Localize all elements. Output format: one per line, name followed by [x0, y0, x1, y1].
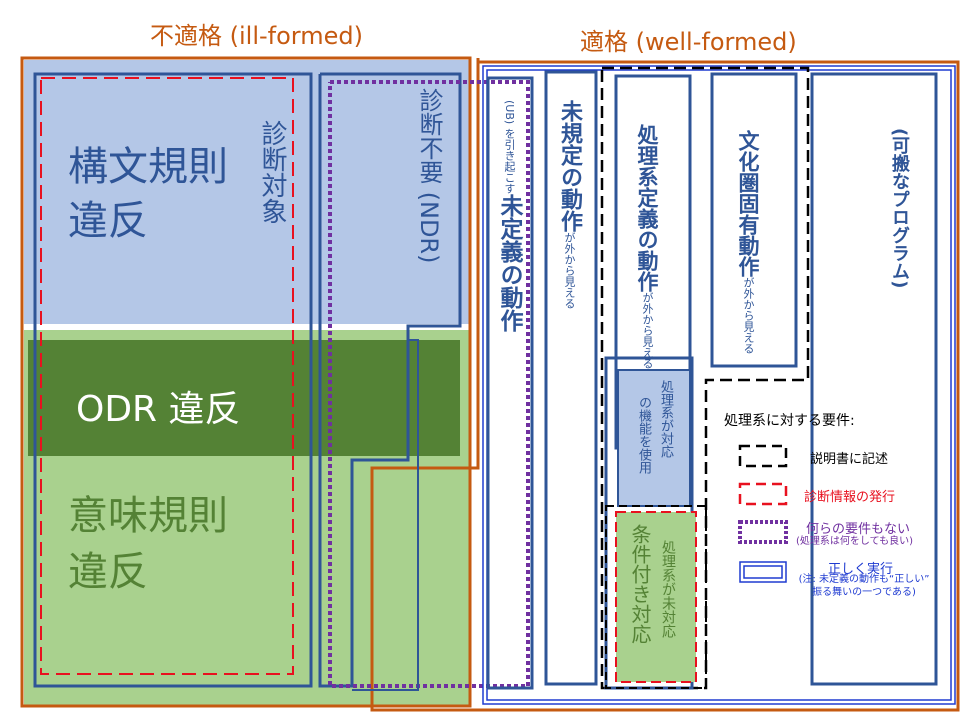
- well-formed-heading: 適格 (well-formed): [580, 28, 797, 56]
- odr-violation-label: ODR 違反: [76, 389, 241, 430]
- ub-label: (UB) を引き起こす未定義の動作: [492, 100, 526, 332]
- impl-defined-title: 処理系定義の動作: [635, 124, 659, 292]
- documentation-dashed: [600, 66, 810, 690]
- legend-item-documentation: 説明書に記述: [810, 452, 889, 467]
- legend-item-no-requirement-note: (処理系は何をしても良い): [796, 536, 914, 547]
- feature-label: の機能を使用: [636, 396, 651, 474]
- correct-exec-outer: [482, 65, 956, 705]
- unspecified-title: 未規定の動作: [557, 100, 582, 232]
- ub-column: [486, 76, 534, 690]
- legend-swatch-correct-outer: [739, 561, 787, 583]
- legend-item-no-requirement: 何らの要件もない: [806, 522, 911, 537]
- unspecified-column: [544, 70, 598, 686]
- semantic-violation-label: 意味規則 違反: [68, 493, 228, 595]
- feature-supported-box: [617, 369, 691, 507]
- syntax-violation-region: [24, 60, 471, 324]
- diagnostic-dashed-left: [40, 77, 294, 675]
- conditional-unsupported-box: [615, 511, 697, 683]
- ndr-outline: [318, 72, 462, 688]
- diagnosis-target-outline: [33, 72, 313, 688]
- portable-column: [810, 72, 938, 686]
- impl-defined-sub: が外から見える: [641, 292, 654, 369]
- legend-item-diagnostic: 診断情報の発行: [804, 490, 896, 505]
- culture-title: 文化圏固有動作: [736, 130, 760, 277]
- ub-sub: (UB) を引き起こす: [503, 100, 516, 194]
- legend-item-correct: 正しく実行: [828, 562, 894, 577]
- syntax-violation-label: 構文規則 違反: [68, 144, 228, 244]
- conditional-dashed: [605, 505, 707, 689]
- conditional-sub: 処理系が未対応: [660, 540, 676, 638]
- ndr-label: 診断不要 (NDR): [415, 88, 443, 264]
- portable-label: (可搬なプログラム): [889, 128, 910, 289]
- legend-swatch-documentation: [738, 444, 788, 468]
- culture-column: [710, 72, 798, 368]
- ill-formed-heading: 不適格 (ill-formed): [150, 22, 363, 50]
- unspecified-label: 未規定の動作が外から見える: [553, 100, 585, 309]
- no-requirement-dotted: [328, 80, 530, 688]
- legend-item-correct-note: (注: 未定義の動作も“正しい” 振る舞いの一つである): [798, 574, 930, 598]
- culture-sub: が外から見える: [742, 277, 755, 354]
- well-formed-boundary: [370, 58, 960, 712]
- odr-violation-region: [28, 340, 460, 456]
- ub-title: 未定義の動作: [496, 193, 522, 332]
- unspecified-sub: が外から見える: [563, 232, 576, 309]
- diagnosis-target-label: 診断対象: [257, 120, 287, 224]
- impl-defined-label: 処理系定義の動作が外から見える: [632, 124, 662, 369]
- legend-swatch-diagnostic: [738, 482, 788, 506]
- culture-label: 文化圏固有動作が外から見える: [733, 130, 763, 354]
- conditional-label: 条件付き対応: [628, 524, 652, 644]
- feature-sub: 処理系が対応: [658, 380, 673, 458]
- ill-formed-boundary: [20, 56, 472, 708]
- legend-swatch-no-requirement: [738, 520, 788, 544]
- legend-title: 処理系に対する要件:: [724, 413, 855, 429]
- ub-inner-outline: [352, 326, 419, 691]
- legend-swatch-correct-inner: [743, 565, 783, 579]
